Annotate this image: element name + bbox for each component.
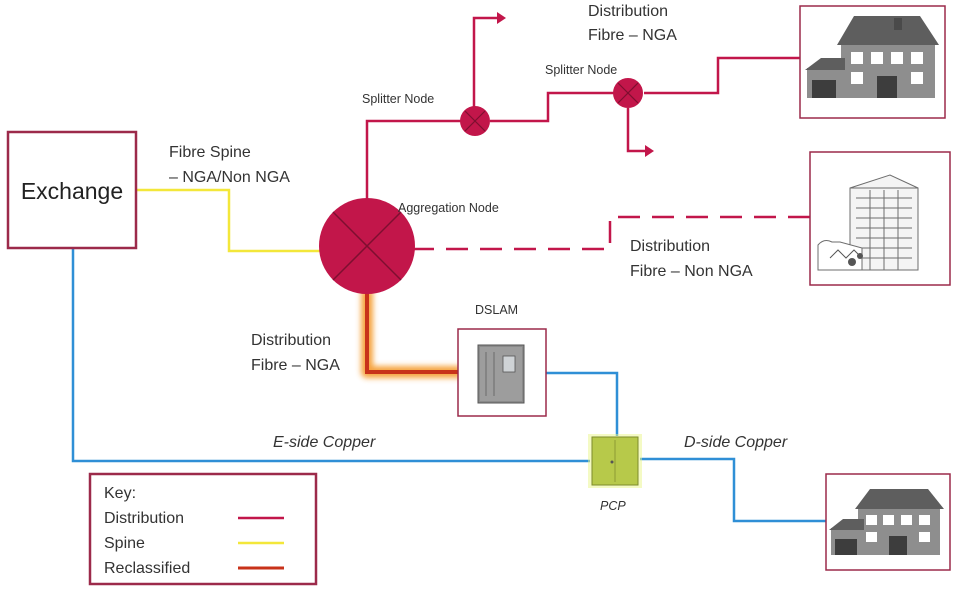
key-item-reclassified: Reclassified — [104, 560, 190, 577]
splitter-node-1-label: Splitter Node — [362, 92, 434, 106]
fibre-spine-label-2: – NGA/Non NGA — [169, 169, 290, 186]
dside-copper-line — [640, 457, 828, 523]
splitter2-arrow-head — [645, 145, 654, 157]
splitter1-up-line — [472, 16, 498, 108]
dist-agg-splitter1-line — [365, 119, 470, 202]
house-icon — [805, 16, 939, 98]
dside-copper-label: D-side Copper — [684, 434, 788, 451]
dist-left-label-1: Distribution — [251, 332, 331, 349]
aggregation-node-label: Aggregation Node — [398, 201, 499, 215]
house-icon-bottom — [829, 489, 944, 555]
splitter-node-2 — [613, 78, 643, 108]
dist-nonnga-dashed-line — [412, 215, 810, 251]
key-item-spine: Spine — [104, 535, 145, 552]
dslam-label: DSLAM — [475, 303, 518, 317]
dist-top-label-1: Distribution — [588, 3, 668, 20]
splitter-node-1 — [460, 106, 490, 136]
dist-nonnga-label-1: Distribution — [630, 238, 710, 255]
reclassified-glow — [361, 290, 462, 378]
dslam-pcp-copper-line — [546, 371, 619, 436]
exchange-box — [6, 130, 138, 250]
pcp-cabinet-icon — [588, 434, 642, 488]
eside-copper-label: E-side Copper — [273, 434, 376, 451]
pcp-label: PCP — [600, 499, 626, 513]
eside-copper-line — [71, 248, 590, 463]
dist-nonnga-label-2: Fibre – Non NGA — [630, 263, 753, 280]
key-title: Key: — [104, 485, 136, 502]
dist-splitter1-splitter2-line — [490, 91, 614, 123]
reclassified-line — [365, 290, 462, 374]
dist-left-label-2: Fibre – NGA — [251, 357, 340, 374]
dslam-cabinet-icon — [477, 344, 525, 404]
dist-splitter2-house-line — [644, 56, 800, 95]
fibre-spine-label-1: Fibre Spine — [169, 144, 251, 161]
fibre-spine-line — [136, 188, 322, 253]
splitter-node-2-label: Splitter Node — [545, 63, 617, 77]
key-item-distribution: Distribution — [104, 510, 184, 527]
aggregation-node — [319, 198, 415, 294]
exchange-label: Exchange — [21, 178, 123, 204]
office-building-icon — [817, 174, 919, 271]
splitter2-down-line — [626, 108, 645, 153]
splitter1-arrow-head — [497, 12, 506, 24]
dist-top-label-2: Fibre – NGA — [588, 27, 677, 44]
